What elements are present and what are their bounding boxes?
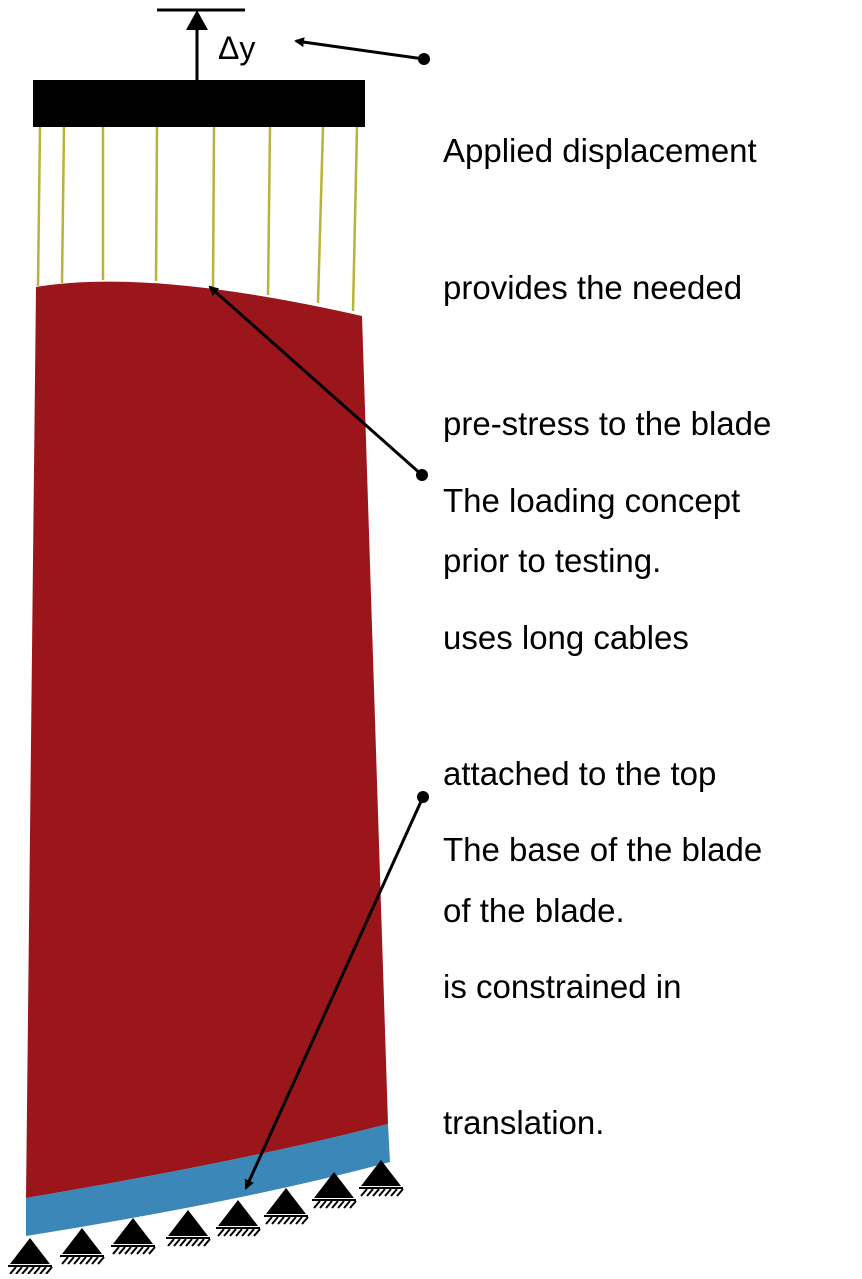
- callout-line: attached to the top: [443, 755, 717, 792]
- callout-loading-concept: The loading concept uses long cables att…: [443, 387, 740, 1024]
- leader-lines: [208, 37, 425, 1190]
- blade-base-band: [26, 1124, 390, 1236]
- bullet-dot: [417, 791, 429, 803]
- cable: [316, 126, 325, 304]
- callout-line: Applied displacement: [443, 132, 757, 169]
- callout-line: is constrained in: [443, 967, 682, 1005]
- cable: [351, 126, 359, 312]
- pin-support-icon: [312, 1172, 357, 1209]
- callout-line: provides the needed: [443, 268, 743, 306]
- pin-support-icon: [264, 1188, 309, 1225]
- pin-support-icon: [359, 1160, 404, 1197]
- callout-base-constraint: The base of the blade is constrained in …: [443, 736, 762, 1237]
- callout-line: The loading concept: [443, 482, 741, 519]
- displacement-label: Δy: [218, 30, 256, 66]
- pin-support-icon: [8, 1238, 53, 1275]
- leader-dots: [416, 53, 430, 803]
- cables: [36, 126, 359, 312]
- pin-support-icon: [166, 1210, 211, 1247]
- cable: [266, 126, 272, 296]
- callout-line: pre-stress to the blade: [443, 405, 772, 442]
- leader-applied-displacement: [294, 37, 425, 61]
- callout-line: prior to testing.: [443, 541, 662, 579]
- blade-body: [26, 281, 388, 1198]
- loading-bar: [33, 80, 365, 127]
- bullet-dot: [418, 53, 430, 65]
- leader-loading-concept: [208, 285, 423, 477]
- pin-support-icon: [216, 1200, 261, 1237]
- base-supports: [8, 1160, 404, 1275]
- cable: [60, 126, 66, 284]
- bullet-dot: [416, 469, 428, 481]
- callout-line: of the blade.: [443, 891, 625, 929]
- displacement-arrow-icon: [186, 10, 208, 30]
- cable: [36, 126, 42, 287]
- callout-line: uses long cables: [443, 618, 689, 656]
- cable: [154, 126, 159, 282]
- pin-support-icon: [111, 1218, 156, 1255]
- pin-support-icon: [60, 1228, 105, 1265]
- cable: [211, 126, 216, 288]
- leader-base-constraint: [244, 796, 425, 1190]
- callout-line: translation.: [443, 1104, 605, 1141]
- callout-applied-displacement: Applied displacement provides the needed…: [443, 37, 771, 674]
- callout-line: The base of the blade: [443, 831, 763, 868]
